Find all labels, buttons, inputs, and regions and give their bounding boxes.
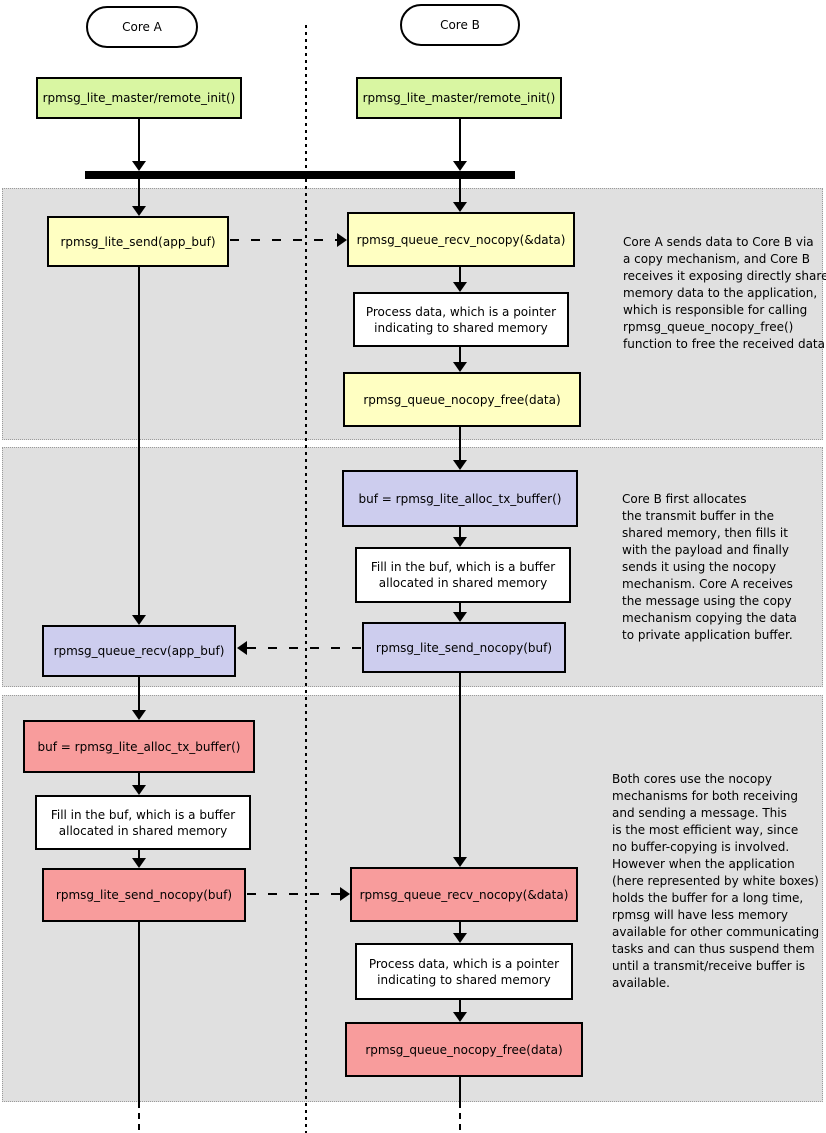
node-core-a-init: rpmsg_lite_master/remote_init() [36, 77, 242, 119]
node-core-b-alloc-tx-buffer: buf = rpmsg_lite_alloc_tx_buffer() [342, 470, 578, 527]
node-core-b-recv-nocopy-2: rpmsg_queue_recv_nocopy(&data) [350, 867, 578, 922]
b-line-fill-to-send [459, 603, 461, 612]
a-line-bar-to-send [138, 179, 140, 206]
node-core-b-nocopy-free-1: rpmsg_queue_nocopy_free(data) [343, 372, 581, 427]
b-line-proc2-to-free2 [459, 1000, 461, 1012]
a-line-tail-dashed [138, 1102, 140, 1130]
b-arrow-into-fill [453, 537, 467, 547]
msg-send-nocopy-a2b-arrow [340, 887, 350, 901]
node-core-b-fill-buf: Fill in the buf, which is a buffer alloc… [355, 547, 571, 603]
annotation-copy-mechanism: Core A sends data to Core B via a copy m… [623, 235, 826, 351]
a-arrow-into-fill [132, 785, 146, 795]
a-line-recv-to-alloc [138, 677, 140, 710]
node-core-b-recv-nocopy-1: rpmsg_queue_recv_nocopy(&data) [347, 212, 575, 267]
b-arrow-into-proc2 [453, 933, 467, 943]
lane-core-a-label: Core A [122, 20, 162, 34]
b-arrow-into-alloc [453, 460, 467, 470]
annotation-nocopy-both: Both cores use the nocopy mechanisms for… [612, 772, 820, 990]
a-line-alloc-to-fill [138, 773, 140, 785]
a-line-tail [138, 922, 140, 1102]
msg-send-copy-line [230, 239, 337, 241]
b-arrow-into-free1 [453, 362, 467, 372]
b-line-recv2-to-proc2 [459, 922, 461, 933]
msg-send-nocopy-b2a-arrow [237, 641, 247, 655]
a-line-init-to-bar [138, 119, 140, 162]
b-line-tail-dashed [459, 1102, 461, 1130]
b-line-bar-to-recv1 [459, 179, 461, 202]
node-core-b-process-2: Process data, which is a pointer indicat… [355, 943, 573, 1000]
b-line-alloc-to-fill [459, 527, 461, 537]
core-divider-line [305, 25, 307, 1133]
b-line-recv1-to-proc1 [459, 267, 461, 282]
a-arrow-into-recv [132, 615, 146, 625]
b-line-init-to-bar [459, 119, 461, 162]
a-line-fill-to-sendnocopy [138, 850, 140, 858]
a-arrow-into-bar [132, 161, 146, 171]
node-core-b-process-1: Process data, which is a pointer indicat… [353, 292, 569, 347]
node-core-b-nocopy-free-2: rpmsg_queue_nocopy_free(data) [345, 1022, 583, 1077]
node-core-a-queue-recv: rpmsg_queue_recv(app_buf) [42, 625, 236, 677]
b-line-free1-to-alloc [459, 427, 461, 460]
msg-send-copy-arrow [337, 233, 347, 247]
node-core-a-lite-send: rpmsg_lite_send(app_buf) [47, 216, 229, 267]
b-arrow-into-recv1 [453, 202, 467, 212]
a-arrow-into-send [132, 206, 146, 216]
b-arrow-into-proc1 [453, 282, 467, 292]
b-arrow-into-bar [453, 161, 467, 171]
node-core-b-send-nocopy: rpmsg_lite_send_nocopy(buf) [362, 622, 566, 673]
node-core-a-send-nocopy: rpmsg_lite_send_nocopy(buf) [42, 868, 246, 922]
lane-core-b-label: Core B [440, 18, 480, 32]
node-core-b-init: rpmsg_lite_master/remote_init() [356, 77, 562, 119]
a-arrow-into-alloc [132, 710, 146, 720]
msg-send-nocopy-a2b-line [247, 893, 340, 895]
b-line-send-to-recv2 [459, 673, 461, 857]
b-arrow-into-recv2 [453, 857, 467, 867]
node-core-a-alloc-tx-buffer: buf = rpmsg_lite_alloc_tx_buffer() [23, 720, 255, 773]
sync-bar [85, 171, 515, 179]
lane-core-b: Core B [400, 4, 520, 46]
a-line-send-to-recv [138, 267, 140, 615]
lane-core-a: Core A [86, 6, 198, 48]
b-line-proc1-to-free1 [459, 347, 461, 362]
msg-send-nocopy-b2a-line [247, 647, 362, 649]
annotation-nocopy-send: Core B first allocates the transmit buff… [622, 492, 797, 642]
a-arrow-into-sendnocopy [132, 858, 146, 868]
b-line-tail [459, 1077, 461, 1102]
b-arrow-into-free2 [453, 1012, 467, 1022]
b-arrow-into-send [453, 612, 467, 622]
node-core-a-fill-buf: Fill in the buf, which is a buffer alloc… [35, 795, 251, 850]
